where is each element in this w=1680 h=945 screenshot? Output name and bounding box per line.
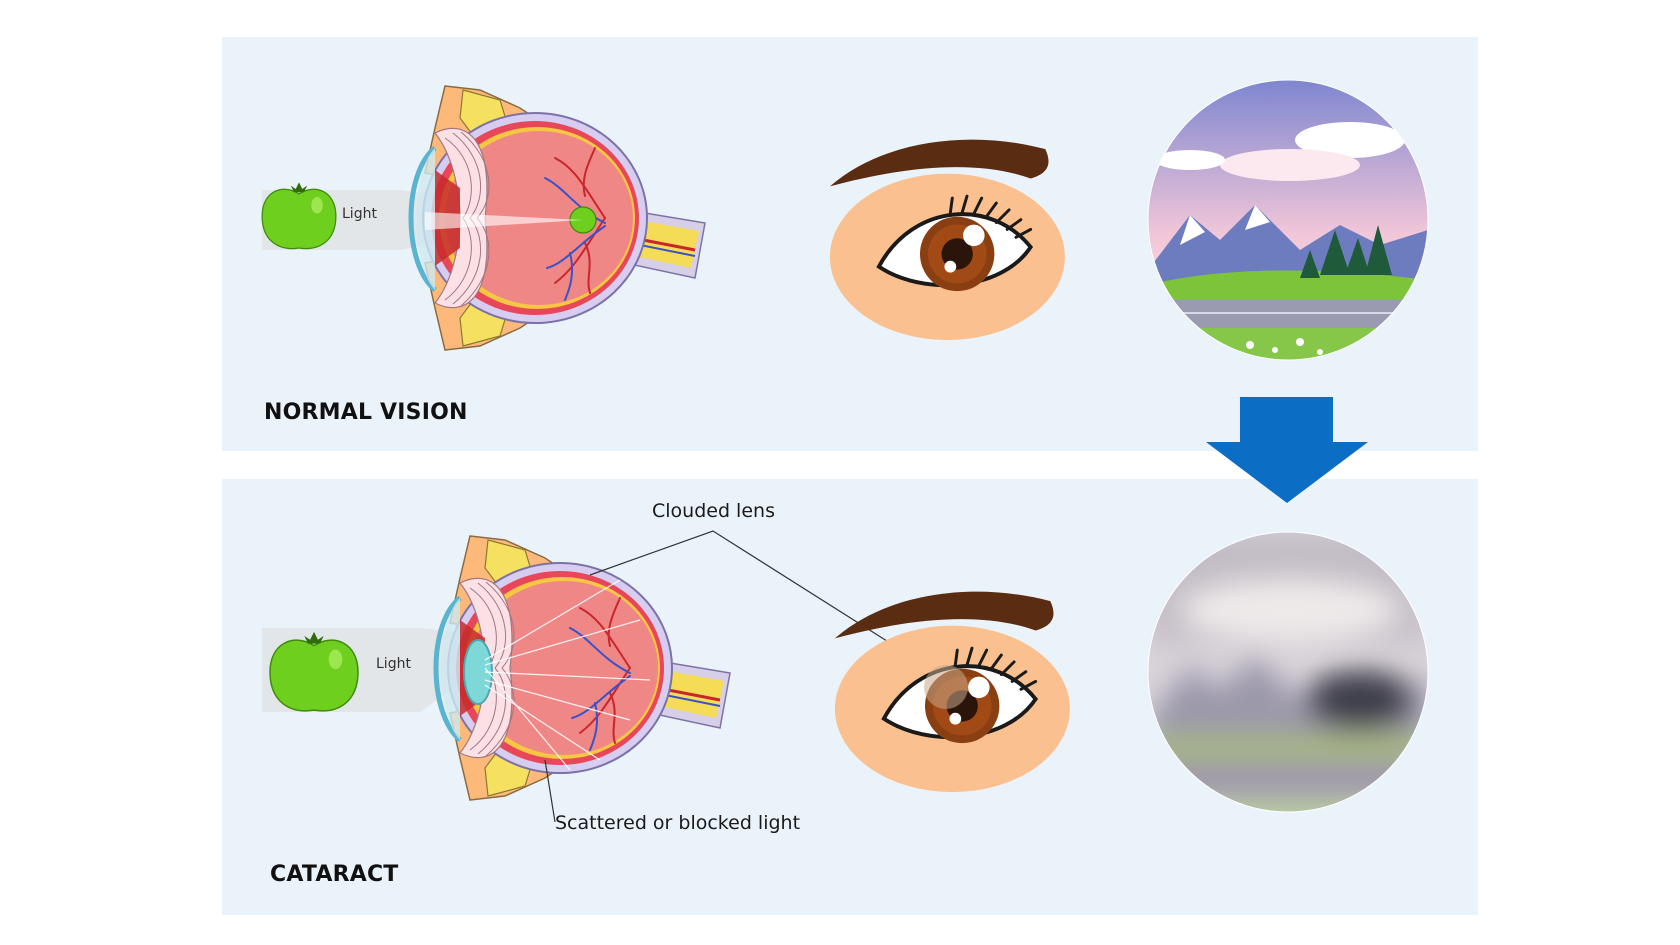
cataract-light-label: Light [376,656,411,672]
callout-lines [544,530,929,823]
normal-eye-anatomy-diagram [261,86,705,350]
down-arrow-icon [1206,397,1368,503]
callout-scattered-light: Scattered or blocked light [555,812,801,834]
cataract-eye-front-icon [835,592,1070,792]
cataract-title: CATARACT [270,862,399,887]
normal-light-label: Light [342,206,377,222]
normal-vision-landscape [1148,80,1428,360]
callout-clouded-lens: Clouded lens [652,500,775,522]
cataract-eye-anatomy-diagram [262,536,730,800]
normal-vision-title: NORMAL VISION [264,400,468,425]
